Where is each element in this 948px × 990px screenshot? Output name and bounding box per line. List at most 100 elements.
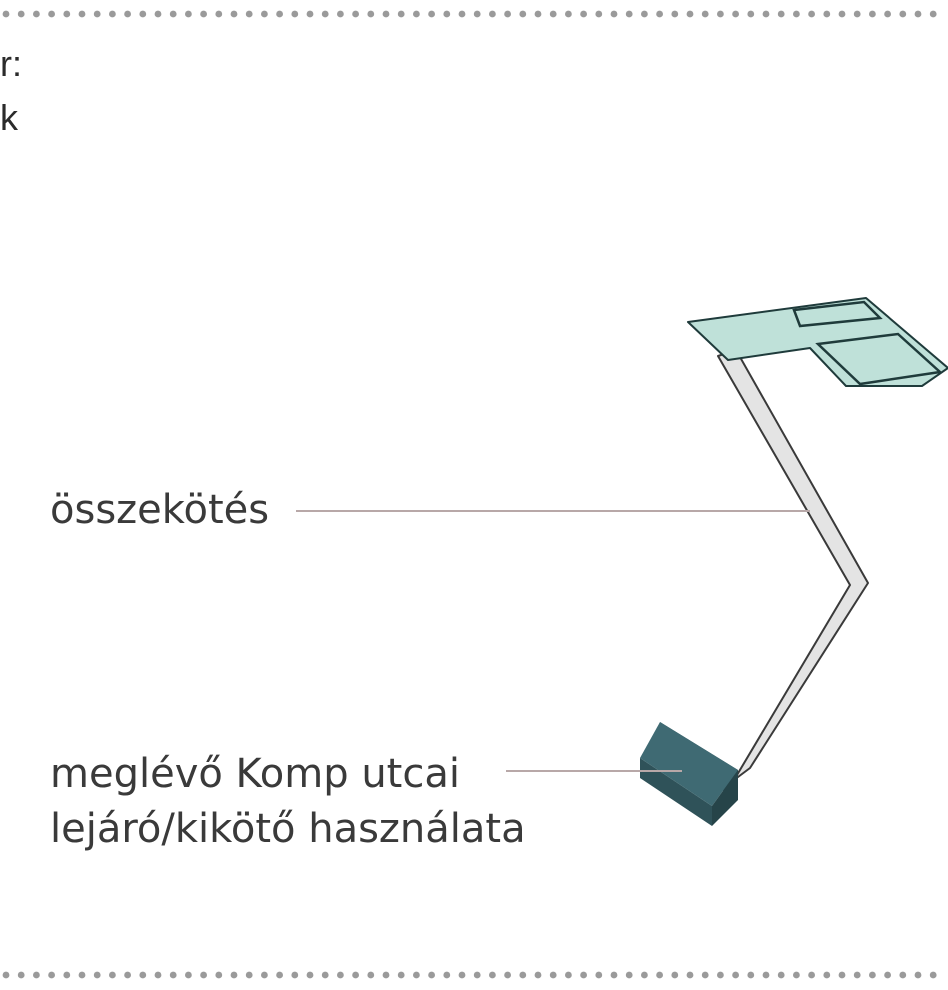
border-dot <box>701 971 709 979</box>
border-dot <box>656 10 663 18</box>
border-dot <box>853 10 861 18</box>
border-dot <box>534 971 542 979</box>
border-dot <box>458 10 466 18</box>
border-dot <box>185 10 192 18</box>
border-dot <box>443 10 451 18</box>
border-dot <box>397 971 405 979</box>
border-dot <box>397 10 405 18</box>
border-dot <box>337 971 344 979</box>
border-dot <box>124 10 131 18</box>
border-dot <box>33 10 40 18</box>
border-dot <box>215 10 223 18</box>
border-dot <box>565 10 572 18</box>
border-dot <box>63 971 71 979</box>
border-dot <box>899 971 907 979</box>
border-dot <box>747 971 755 979</box>
border-dot <box>458 971 466 979</box>
border-dot <box>291 971 299 979</box>
platform <box>687 297 948 387</box>
border-dot <box>808 10 815 18</box>
border-dot <box>473 971 481 979</box>
border-dot <box>489 10 496 18</box>
border-dot <box>838 971 846 979</box>
border-dot <box>610 10 618 18</box>
border-dot <box>48 10 55 18</box>
label-existing-line-2: lejáró/kikötő használata <box>50 806 526 852</box>
border-dot <box>17 10 25 18</box>
border-dot <box>48 971 55 979</box>
border-dot <box>717 10 724 18</box>
border-dot <box>565 971 572 979</box>
border-dot <box>625 971 633 979</box>
border-dot <box>473 10 481 18</box>
border-dot <box>899 10 907 18</box>
border-dot <box>929 971 937 979</box>
border-dot <box>686 10 694 18</box>
border-dot <box>549 971 557 979</box>
border-dot <box>519 10 527 18</box>
border-dot <box>154 971 162 979</box>
border-dot <box>139 971 147 979</box>
existing-pier-block <box>640 722 738 826</box>
border-dot <box>261 10 268 18</box>
border-dot <box>245 971 253 979</box>
border-dot <box>869 971 876 979</box>
border-dot <box>717 971 724 979</box>
border-dot <box>215 971 223 979</box>
border-dot <box>276 10 283 18</box>
border-dot <box>367 971 375 979</box>
border-dot <box>823 10 831 18</box>
border-dot <box>929 10 937 18</box>
border-dot <box>519 971 527 979</box>
border-dot <box>656 971 663 979</box>
border-dot <box>443 971 451 979</box>
border-dot <box>884 971 891 979</box>
border-dot <box>413 10 420 18</box>
border-dot <box>641 971 648 979</box>
border-dot <box>230 971 238 979</box>
border-dot <box>321 10 329 18</box>
label-existing-line-1: meglévő Komp utcai <box>50 751 460 797</box>
border-dot <box>352 10 359 18</box>
bottom-dotted-border <box>2 971 937 979</box>
border-dot <box>504 971 511 979</box>
border-dot <box>261 971 268 979</box>
border-dot <box>185 971 192 979</box>
border-dot <box>838 10 846 18</box>
border-dot <box>200 10 208 18</box>
border-dot <box>2 10 10 18</box>
border-dot <box>63 10 71 18</box>
border-dot <box>793 971 800 979</box>
border-dot <box>489 971 496 979</box>
border-dot <box>732 971 739 979</box>
border-dot <box>534 10 542 18</box>
border-dot <box>169 10 177 18</box>
border-dot <box>154 10 162 18</box>
border-dot <box>914 10 922 18</box>
border-dot <box>853 971 861 979</box>
border-dot <box>109 971 116 979</box>
border-dot <box>580 971 587 979</box>
border-dot <box>306 971 314 979</box>
border-dot <box>762 971 770 979</box>
label-connection: összekötés <box>50 487 270 533</box>
walkway-connection <box>717 349 869 781</box>
border-dot <box>367 10 375 18</box>
border-dot <box>671 10 679 18</box>
border-dot <box>382 10 390 18</box>
border-dot <box>823 971 831 979</box>
border-dot <box>321 971 329 979</box>
border-dot <box>93 10 101 18</box>
border-dot <box>337 10 344 18</box>
border-dot <box>139 10 147 18</box>
border-dot <box>549 10 557 18</box>
border-dot <box>762 10 770 18</box>
border-dot <box>595 10 603 18</box>
border-dot <box>793 10 800 18</box>
border-dot <box>17 971 25 979</box>
border-dot <box>914 971 922 979</box>
border-dot <box>78 971 86 979</box>
border-dot <box>200 971 208 979</box>
border-dot <box>276 971 283 979</box>
